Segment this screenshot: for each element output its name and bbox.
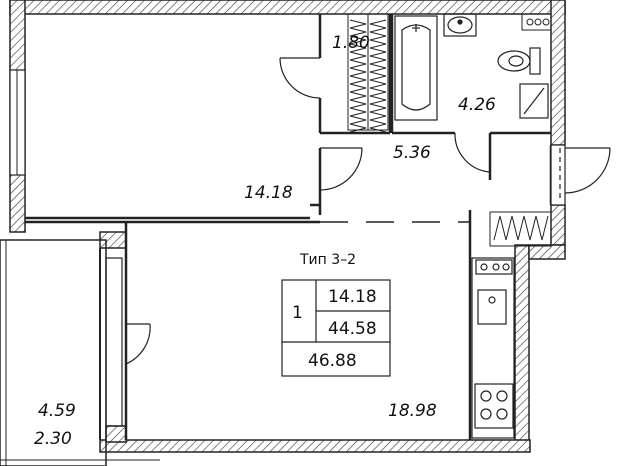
wardrobe	[347, 13, 389, 133]
hall-wardrobe	[489, 211, 552, 247]
shower-tray	[519, 83, 549, 119]
toilet	[497, 47, 541, 75]
kitchen-unit	[471, 257, 515, 439]
hall-bedroom-door	[319, 147, 363, 191]
exterior-walls	[9, 0, 566, 453]
rooms-count: 1	[292, 303, 303, 323]
bedroom-window	[9, 69, 26, 176]
bathroom-door	[454, 132, 491, 180]
living-area-value: 14.18	[328, 287, 377, 307]
hall-area-label: 5.36	[393, 143, 431, 163]
total-area-value: 44.58	[328, 319, 377, 339]
balcony-door	[125, 323, 151, 365]
water-meter	[521, 13, 552, 31]
total-with-balcony-value: 46.88	[308, 351, 357, 371]
interior-walls	[25, 14, 553, 440]
apartment-type-label: Тип 3–2	[299, 252, 356, 268]
bathroom-area-label: 4.26	[458, 95, 496, 115]
area-summary-box	[281, 279, 391, 377]
sink	[443, 13, 477, 37]
balcony-window	[105, 257, 123, 427]
bathtub	[394, 15, 438, 121]
wardrobe-area-label: 1.80	[332, 33, 370, 53]
entrance-door	[550, 144, 611, 206]
bedroom-door	[279, 57, 321, 99]
balcony	[0, 239, 160, 466]
balcony-reduced-area-label: 2.30	[34, 429, 72, 449]
bedroom-area-label: 14.18	[244, 183, 293, 203]
living-area-label: 18.98	[388, 401, 437, 421]
balcony-area-label: 4.59	[38, 401, 76, 421]
